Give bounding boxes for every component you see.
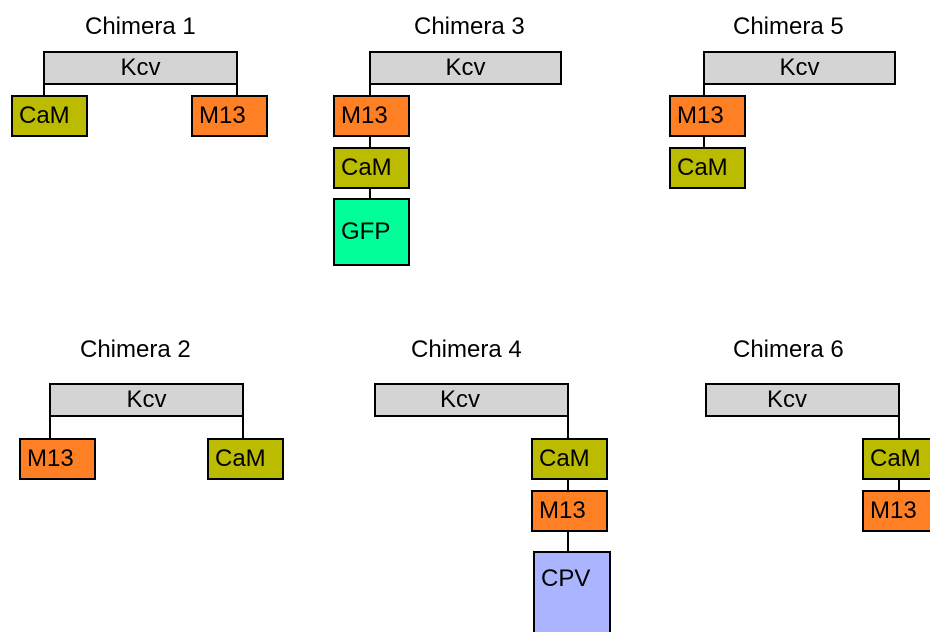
chimera-4-m13-domain: M13 xyxy=(531,490,608,532)
chimera-1-cam-domain: CaM xyxy=(11,95,88,137)
chimera-3-cam-domain: CaM xyxy=(333,147,410,189)
chimera-3-link-3 xyxy=(369,188,371,199)
chimera-5-kcv-box: Kcv xyxy=(703,51,896,85)
chimera-6-m13-domain: M13 xyxy=(862,490,930,532)
chimera-1-left-link xyxy=(43,84,45,96)
chimera-3-title: Chimera 3 xyxy=(414,13,525,40)
chimera-4-cam-domain: CaM xyxy=(531,438,608,480)
chimera-3-m13-domain: M13 xyxy=(333,95,410,137)
chimera-5-link-2 xyxy=(703,136,705,148)
chimera-4-kcv-box: Kcv xyxy=(374,383,569,417)
chimera-2-left-link xyxy=(49,416,51,439)
chimera-3-link-2 xyxy=(369,136,371,148)
chimera-6-kcv-box: Kcv xyxy=(705,383,900,417)
chimera-2-m13-domain: M13 xyxy=(19,438,96,480)
chimera-4-link-1 xyxy=(567,416,569,439)
chimera-2-right-link xyxy=(242,416,244,439)
chimera-3-kcv-box: Kcv xyxy=(369,51,562,85)
chimera-2-cam-domain: CaM xyxy=(207,438,284,480)
chimera-4-link-2 xyxy=(567,479,569,491)
chimera-5-title: Chimera 5 xyxy=(733,13,844,40)
chimera-2-kcv-box: Kcv xyxy=(49,383,244,417)
chimera-5-link-1 xyxy=(703,84,705,96)
chimera-6-link-1 xyxy=(898,416,900,439)
chimera-4-title: Chimera 4 xyxy=(411,336,522,363)
chimera-6-cam-domain: CaM xyxy=(862,438,930,480)
chimera-1-right-link xyxy=(236,84,238,96)
chimera-1-m13-domain: M13 xyxy=(191,95,268,137)
chimera-1-title: Chimera 1 xyxy=(85,13,196,40)
chimera-1-kcv-box: Kcv xyxy=(43,51,238,85)
chimera-3-gfp-domain: GFP xyxy=(333,198,410,266)
chimera-6-title: Chimera 6 xyxy=(733,336,844,363)
chimera-2-title: Chimera 2 xyxy=(80,336,191,363)
chimera-5-m13-domain: M13 xyxy=(669,95,746,137)
chimera-4-link-3 xyxy=(567,531,569,552)
chimera-3-link-1 xyxy=(369,84,371,96)
chimera-4-cpv-domain: CPV xyxy=(533,551,611,632)
chimera-6-link-2 xyxy=(898,479,900,491)
chimera-5-cam-domain: CaM xyxy=(669,147,746,189)
